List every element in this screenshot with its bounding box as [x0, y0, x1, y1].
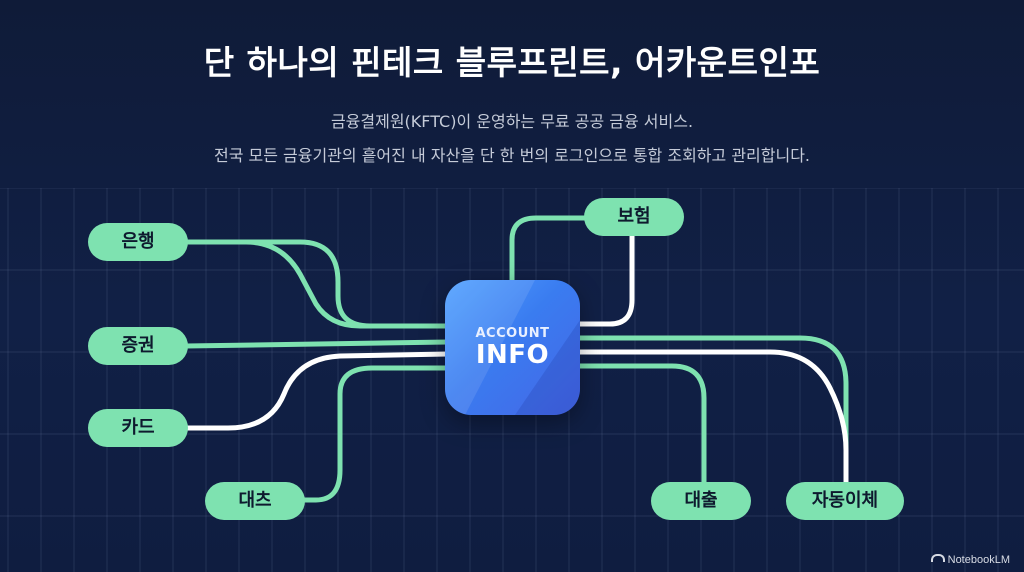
node-loan: 대출: [651, 482, 751, 520]
node-card: 카드: [88, 409, 188, 447]
connector-auto-transfer-b: [577, 349, 849, 487]
connector-loan: [577, 363, 707, 487]
connector-insurance-green: [509, 215, 593, 283]
node-bank: 은행: [88, 223, 188, 261]
node-securities: 증권: [88, 327, 188, 365]
connector-lending: [297, 365, 451, 503]
watermark-label: NotebookLM: [947, 554, 1010, 566]
subtitle-line-2: 전국 모든 금융기관의 흩어진 내 자산을 단 한 번의 로그인으로 통합 조회…: [213, 146, 811, 165]
notebooklm-icon: [930, 554, 945, 562]
hub-label-main: INFO: [475, 340, 550, 370]
hub-label-top: ACCOUNT: [475, 326, 550, 341]
account-info-hub: ACCOUNT INFO: [445, 280, 580, 415]
node-insurance: 보험: [584, 198, 684, 236]
connector-bank-a: [183, 239, 451, 329]
node-lending: 대츠: [205, 482, 305, 520]
watermark: NotebookLM: [930, 554, 1010, 566]
connector-insurance-white: [577, 233, 635, 327]
subtitle-line-1: 금융결제원(KFTC)이 운영하는 무료 공공 금융 서비스.: [330, 112, 694, 131]
connector-securities: [183, 339, 451, 349]
page-title: 단 하나의 핀테크 블루프린트, 어카운트인포: [203, 43, 821, 82]
connector-auto-transfer-a: [577, 335, 849, 487]
node-auto-transfer: 자동이체: [786, 482, 904, 520]
hub-sheen-decoration: [445, 280, 580, 415]
connector-card: [183, 351, 451, 431]
connector-bank-b: [183, 239, 451, 329]
